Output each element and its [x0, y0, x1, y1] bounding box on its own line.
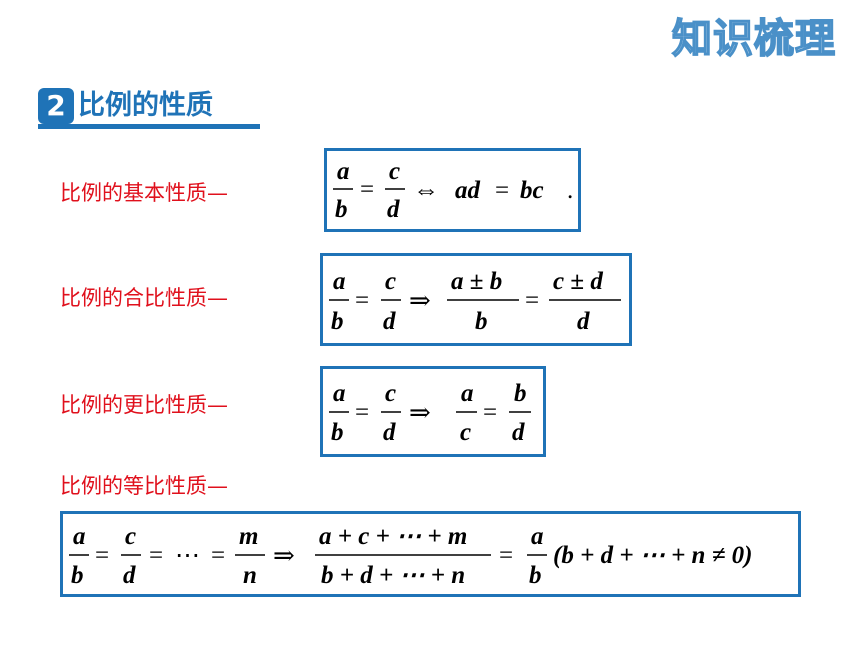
equals-sign: = [360, 176, 374, 203]
period: . [567, 177, 573, 204]
basic-property-label: 比例的基本性质— [60, 181, 228, 205]
frac-d-den: d [383, 419, 396, 446]
frac-d-den: d [123, 562, 136, 589]
frac-den-b: b [475, 308, 488, 335]
frac-a-num: a [333, 380, 346, 407]
alternate-property-label: 比例的更比性质— [60, 393, 228, 417]
equals-sign: = [149, 542, 163, 569]
frac-c-num: c [385, 268, 396, 295]
implies-arrow: ⇒ [273, 541, 295, 570]
frac-m-num: m [239, 523, 258, 550]
frac-result-num: a [531, 523, 544, 550]
section-number-badge: 2 [38, 88, 74, 124]
equals-sign: = [483, 399, 497, 426]
iff-arrow: ⇔ [413, 175, 439, 204]
equals-sign: = [499, 542, 513, 569]
frac-num-a: a [461, 380, 474, 407]
corner-title: 知识梳理 [671, 15, 836, 63]
frac-den-d: d [512, 419, 525, 446]
frac-b-den: b [331, 308, 344, 335]
frac-a-num: a [333, 268, 346, 295]
frac-b-den: b [335, 196, 348, 223]
frac-den-sum: b + d + ⋯ + n [321, 562, 465, 589]
frac-a-num: a [337, 158, 350, 185]
frac-d-den: d [383, 308, 396, 335]
compound-property-formula: a b = c d ⇒ a ± b b = c ± d d [320, 253, 632, 346]
equals-sign: = [355, 399, 369, 426]
implies-arrow: ⇒ [409, 286, 431, 315]
implies-arrow: ⇒ [409, 398, 431, 427]
frac-num-b: b [514, 380, 527, 407]
frac-den-d: d [577, 308, 590, 335]
frac-num-c-pm-d: c ± d [553, 268, 603, 295]
frac-result-den: b [529, 562, 542, 589]
frac-d-den: d [387, 196, 400, 223]
frac-num-a-pm-b: a ± b [451, 268, 502, 295]
frac-c-num: c [389, 158, 400, 185]
equal-ratio-property-label: 比例的等比性质— [60, 474, 228, 498]
frac-a-num: a [73, 523, 86, 550]
equals-sign: = [211, 542, 225, 569]
frac-den-c: c [460, 419, 471, 446]
frac-c-num: c [385, 380, 396, 407]
ellipsis: ⋯ [175, 542, 200, 569]
compound-property-label: 比例的合比性质— [60, 286, 228, 310]
section-title: 比例的性质 [78, 90, 213, 121]
equals-sign: = [95, 542, 109, 569]
frac-num-sum: a + c + ⋯ + m [319, 523, 467, 550]
product-bc: bc [520, 177, 544, 204]
equals-sign: = [355, 287, 369, 314]
product-ad: ad [455, 177, 481, 204]
nonzero-condition: (b + d + ⋯ + n ≠ 0) [553, 542, 753, 569]
section-underline [38, 124, 260, 129]
alternate-property-formula: a b = c d ⇒ a c = b d [320, 366, 546, 457]
equal-ratio-property-formula: a b = c d = ⋯ = m n ⇒ a + c + ⋯ + m b + … [60, 511, 801, 597]
frac-n-den: n [243, 562, 257, 589]
frac-c-num: c [125, 523, 136, 550]
equals-sign: = [525, 287, 539, 314]
frac-b-den: b [331, 419, 344, 446]
frac-b-den: b [71, 562, 84, 589]
section-heading: 2 比例的性质 [38, 88, 260, 130]
equals-sign: = [495, 177, 509, 204]
basic-property-formula: a b = c d ⇔ ad = bc . [324, 148, 581, 232]
